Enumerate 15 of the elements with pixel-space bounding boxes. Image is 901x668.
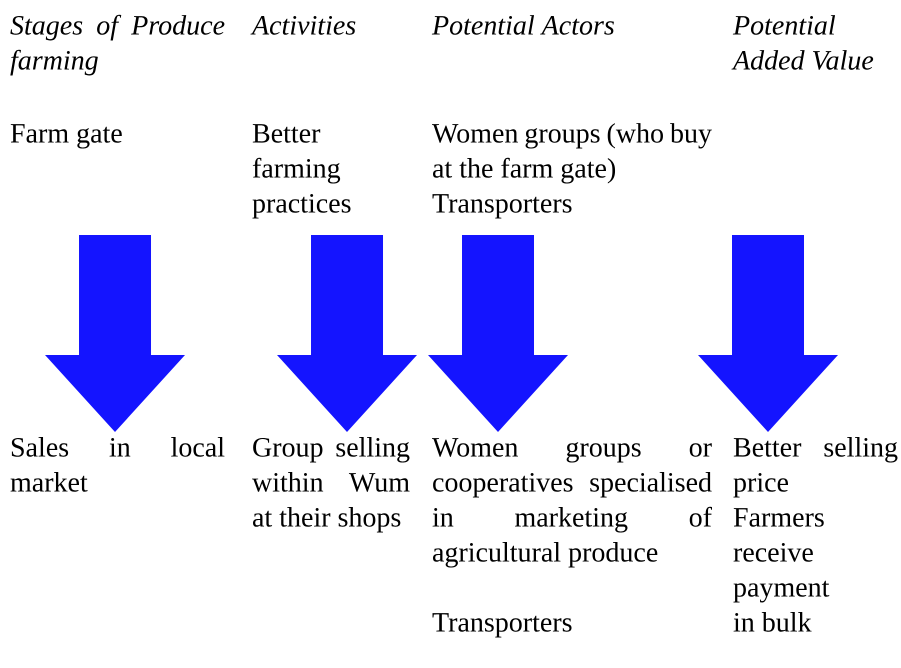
stage-text: Sales in local market bbox=[10, 437, 224, 492]
column-heading: Potential Added Value bbox=[731, 15, 874, 70]
stage-text: Farm gate bbox=[10, 124, 122, 149]
down-arrow bbox=[428, 235, 568, 432]
column-heading: Stages of Produce farming bbox=[10, 14, 224, 76]
column-heading: Potential Actors bbox=[432, 15, 614, 35]
stage-text: Women groups (who buy at the farm gate) Transporters bbox=[432, 123, 712, 218]
stage-text: Better farming practices bbox=[252, 124, 350, 218]
stage-text: Better selling price Farmers receive payment in bulk bbox=[733, 437, 898, 632]
column-heading: Activities bbox=[250, 16, 356, 35]
down-arrow bbox=[277, 235, 417, 432]
down-arrow bbox=[698, 235, 838, 432]
stage-text: Women groups or cooperatives specialised in marketing of agricultural produce Transporters bbox=[432, 438, 712, 638]
stage-text: Group selling within Wum at their shops bbox=[252, 437, 410, 532]
down-arrow bbox=[45, 235, 185, 432]
